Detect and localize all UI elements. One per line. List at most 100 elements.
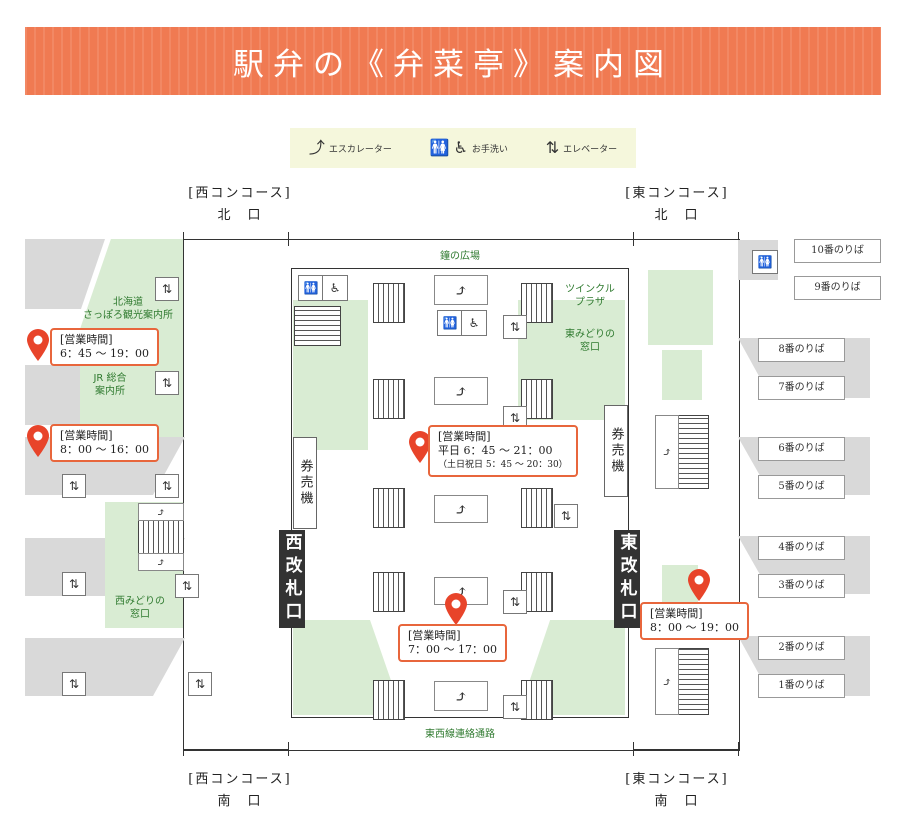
stairs: [373, 572, 405, 612]
central-concourse: [291, 268, 629, 718]
restroom-icon: 🚻: [298, 275, 324, 301]
stairs: [373, 379, 405, 419]
escalator-icon: ⤴: [434, 681, 488, 711]
wheelchair-icon: ♿: [461, 310, 487, 336]
elevator-icon: ⇅: [155, 371, 179, 395]
hokkaido-info-label: 北海道 さっぽろ観光案内所: [83, 297, 173, 321]
platform-1: 1番のりば: [758, 674, 845, 698]
shop-hours-line: 6：45 〜 19：00: [60, 347, 149, 360]
legend-restroom-label: お手洗い: [471, 144, 508, 155]
wheelchair-icon: ♿: [453, 138, 468, 157]
area-green: [648, 270, 713, 345]
area-grey: [25, 638, 185, 696]
elevator-icon: ⇅: [503, 315, 527, 339]
east-midori-label: 東みどりの 窓口: [565, 329, 615, 353]
map-pin-icon: [445, 593, 467, 625]
shop-hours-line: 8：00 〜 16：00: [60, 443, 149, 456]
stairs: [521, 488, 553, 528]
wheelchair-icon: ♿: [322, 275, 348, 301]
escalator-icon: ⤴: [655, 648, 679, 715]
elevator-icon: ⇅: [545, 138, 560, 157]
map-pin-icon: [409, 431, 431, 463]
tozai-passage-label: 東西線連絡通路: [425, 729, 495, 740]
shop-hours-heading: [営業時間]: [438, 430, 491, 443]
legend-restroom: 🚻 ♿ お手洗い: [430, 140, 508, 156]
legend-escalator-label: エスカレーター: [328, 144, 392, 155]
concourse-ne: [東コンコース] 北 口: [607, 183, 747, 227]
tick: [738, 742, 739, 756]
concourse-nw-exit: 北 口: [217, 208, 263, 223]
elevator-icon: ⇅: [503, 695, 527, 719]
escalator-icon: ⤴: [434, 377, 488, 405]
escalator-icon: ⤴: [138, 503, 184, 521]
page-title: 駅弁の《弁菜亭》案内図: [233, 46, 673, 83]
elevator-icon: ⇅: [155, 474, 179, 498]
stairs: [677, 415, 709, 489]
concourse-ne-exit: 北 口: [654, 208, 700, 223]
concourse-se: [東コンコース] 南 口: [607, 769, 747, 813]
ticket-machine-east: 券売機: [604, 405, 628, 497]
concourse-nw-name: [西コンコース]: [188, 186, 292, 201]
map-pin-icon: [688, 569, 710, 601]
shop-hours-2: [営業時間] 8：00 〜 16：00: [50, 424, 159, 462]
legend-escalator: ⤴ エスカレーター: [309, 140, 392, 156]
shop-hours-heading: [営業時間]: [60, 333, 113, 346]
restroom-icon: 🚻: [429, 138, 450, 157]
elevator-icon: ⇅: [554, 504, 578, 528]
west-gate: 西改札口: [279, 530, 305, 628]
escalator-icon: ⤴: [434, 495, 488, 523]
jr-info-label: JR 総合 案内所: [93, 373, 127, 397]
shop-hours-line: 平日 6：45 〜 21：00: [438, 444, 553, 457]
shop-hours-line: 7：00 〜 17：00: [408, 643, 497, 656]
tick: [183, 749, 289, 750]
elevator-icon: ⇅: [188, 672, 212, 696]
elevator-icon: ⇅: [175, 574, 199, 598]
concourse-nw: [西コンコース] 北 口: [170, 183, 310, 227]
concourse-sw-exit: 南 口: [217, 794, 263, 809]
west-midori-label: 西みどりの 窓口: [115, 596, 165, 620]
shop-hours-line2: （土日祝日 5：45 〜 20：30）: [438, 460, 568, 470]
bell-plaza-label: 鐘の広場: [440, 251, 480, 262]
platform-2: 2番のりば: [758, 636, 845, 660]
elevator-icon: ⇅: [503, 590, 527, 614]
stairs: [138, 520, 184, 557]
area-grey: [25, 365, 80, 425]
concourse-ne-name: [東コンコース]: [625, 186, 729, 201]
escalator-icon: ⤴: [308, 138, 325, 157]
station-outline: [183, 239, 740, 751]
platform-6: 6番のりば: [758, 437, 845, 461]
stairs: [373, 283, 405, 323]
map-pin-icon: [27, 329, 49, 361]
stairs: [521, 283, 553, 323]
shop-hours-4: [営業時間] 7：00 〜 17：00: [398, 624, 507, 662]
concourse-sw: [西コンコース] 南 口: [170, 769, 310, 813]
restroom-icon: 🚻: [437, 310, 463, 336]
shop-hours-5: [営業時間] 8：00 〜 19：00: [640, 602, 749, 640]
legend-elevator-label: エレベーター: [563, 144, 618, 155]
elevator-icon: ⇅: [155, 277, 179, 301]
escalator-icon: ⤴: [138, 553, 184, 571]
elevator-icon: ⇅: [62, 474, 86, 498]
restroom-icon: 🚻: [752, 250, 778, 274]
concourse-se-name: [東コンコース]: [625, 772, 729, 787]
platform-8: 8番のりば: [758, 338, 845, 362]
stairs: [294, 306, 341, 346]
platform-3: 3番のりば: [758, 574, 845, 598]
platform-9: 9番のりば: [794, 276, 881, 300]
stairs: [373, 488, 405, 528]
east-gate: 東改札口: [614, 530, 640, 628]
shop-hours-3: [営業時間] 平日 6：45 〜 21：00 （土日祝日 5：45 〜 20：3…: [428, 425, 578, 477]
platform-5: 5番のりば: [758, 475, 845, 499]
stairs: [677, 648, 709, 715]
concourse-sw-name: [西コンコース]: [188, 772, 292, 787]
map-pin-icon: [27, 425, 49, 457]
platform-4: 4番のりば: [758, 536, 845, 560]
shop-hours-1: [営業時間] 6：45 〜 19：00: [50, 328, 159, 366]
title-banner: 駅弁の《弁菜亭》案内図: [25, 27, 881, 95]
shop-hours-heading: [営業時間]: [60, 429, 113, 442]
twinkle-plaza-label: ツインクル プラザ: [565, 284, 615, 308]
platform-7: 7番のりば: [758, 376, 845, 400]
escalator-icon: ⤴: [434, 275, 488, 305]
escalator-icon: ⤴: [655, 415, 679, 489]
ticket-machine-west: 券売機: [293, 437, 317, 529]
